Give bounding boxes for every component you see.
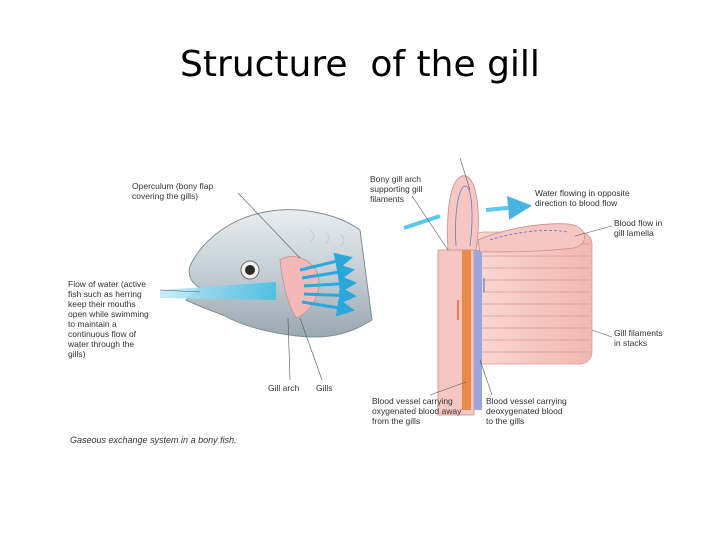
label-deoxygenated-vessel: Blood vessel carrying deoxygenated blood… — [486, 396, 569, 426]
slide-title: Structure of the gill — [180, 44, 540, 85]
label-oxygenated-vessel: Blood vessel carrying oxygenated blood a… — [372, 396, 464, 426]
label-water-opposite: Water flowing in opposite direction to b… — [535, 188, 632, 208]
label-flow-of-water: Flow of water (active fish such as herri… — [67, 279, 151, 359]
label-operculum: Operculum (bony flap covering the gills) — [132, 181, 216, 201]
water-flow-arrow — [160, 282, 276, 300]
label-blood-lamella: Blood flow in gill lamella — [614, 218, 665, 238]
label-filaments-stacks: Gill filaments in stacks — [614, 328, 665, 348]
fish-head — [185, 209, 373, 338]
figure-caption: Gaseous exchange system in a bony fish. — [70, 435, 237, 445]
label-gills: Gills — [316, 383, 333, 393]
water-opposite-arrows — [403, 195, 532, 230]
gill-filaments — [437, 175, 593, 416]
oxygenated-vessel — [462, 250, 471, 410]
label-gill-arch: Gill arch — [268, 383, 299, 393]
deoxygenated-vessel — [474, 250, 482, 410]
water-out-arrows — [299, 252, 357, 317]
label-bony-gill-arch: Bony gill arch supporting gill filaments — [370, 174, 425, 204]
